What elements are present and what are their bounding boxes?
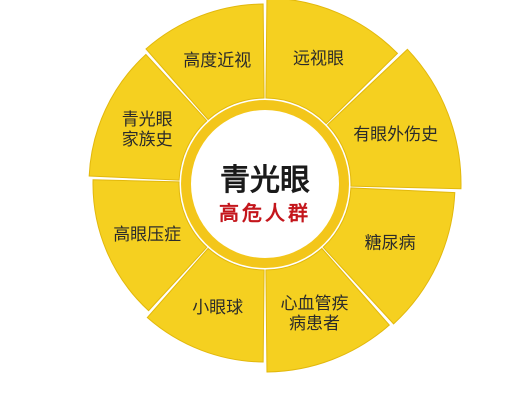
segment-family-history — [88, 53, 208, 181]
center-subtitle: 高危人群 — [219, 201, 311, 225]
segment-high-myopia-label-1: 高度近视 — [183, 51, 251, 71]
segment-cardiovascular — [265, 247, 391, 373]
segment-eye-trauma — [326, 48, 462, 190]
segment-small-eyeball-label-1: 小眼球 — [192, 298, 243, 318]
segment-myopia — [265, 0, 399, 125]
segment-ocular-hypertension-label-1: 高眼压症 — [113, 225, 181, 245]
segment-diabetes — [322, 187, 456, 325]
segment-high-myopia — [145, 3, 265, 121]
segment-family-history-label-1: 青光眼 — [122, 110, 173, 130]
segment-myopia-label-1: 远视眼 — [293, 49, 344, 69]
segment-eye-trauma-label-1: 有眼外伤史 — [353, 125, 438, 145]
segment-ocular-hypertension — [92, 179, 208, 312]
center-disc — [191, 110, 339, 258]
segment-diabetes-label-1: 糖尿病 — [365, 233, 416, 253]
segment-family-history-label-2: 家族史 — [122, 130, 173, 150]
segment-small-eyeball — [146, 247, 265, 363]
segment-cardiovascular-label-2: 病患者 — [289, 314, 340, 334]
segment-cardiovascular-label-1: 心血管疾 — [281, 294, 349, 314]
center-title: 青光眼 — [220, 163, 310, 198]
